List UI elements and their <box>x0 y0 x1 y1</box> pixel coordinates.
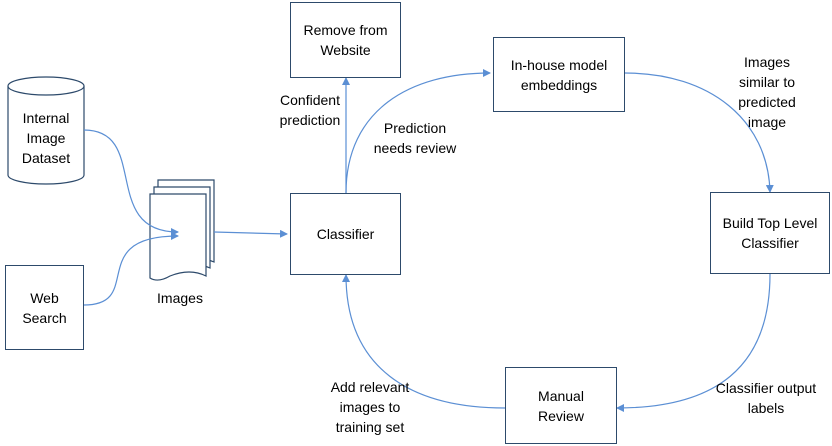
add-relevant-images-label: Add relevant images to training set <box>330 379 410 435</box>
images-label: Images <box>157 290 203 306</box>
inhouse-embeddings-node: In-house model embeddings <box>493 37 625 112</box>
internal-image-dataset-cylinder <box>7 76 85 185</box>
confident-prediction-label: Confident prediction <box>279 92 341 128</box>
inhouse-embeddings-label: In-house model embeddings <box>510 56 608 93</box>
manual-review-label: Manual Review <box>538 387 584 424</box>
arrow-review-to-classifier <box>342 274 506 409</box>
build-top-level-classifier-node: Build Top Level Classifier <box>710 192 830 274</box>
similar-images-label: Images similar to predicted image <box>738 54 796 130</box>
classifier-output-labels-label: Classifier output labels <box>715 380 817 416</box>
classifier-node: Classifier <box>290 193 401 275</box>
build-top-level-classifier-label: Build Top Level Classifier <box>722 215 818 251</box>
arrow-images-to-classifier <box>213 229 288 238</box>
manual-review-node: Manual Review <box>505 367 617 444</box>
classifier-label: Classifier <box>316 226 375 242</box>
internal-image-dataset-label: Internal Image Dataset <box>21 110 71 166</box>
arrow-buildclassifier-to-review <box>616 273 771 412</box>
remove-from-website-label: Remove from Website <box>303 22 388 58</box>
arrow-dataset-to-images <box>83 129 179 236</box>
prediction-needs-review-label: Prediction needs review <box>373 120 457 156</box>
arrow-embeddings-to-buildclassifier <box>624 72 774 193</box>
arrow-classifier-to-embeddings <box>345 69 491 194</box>
arrow-websearch-to-images <box>83 232 179 306</box>
remove-from-website-node: Remove from Website <box>290 2 401 78</box>
web-search-node: Web Search <box>5 265 84 350</box>
web-search-label: Web Search <box>22 289 67 326</box>
